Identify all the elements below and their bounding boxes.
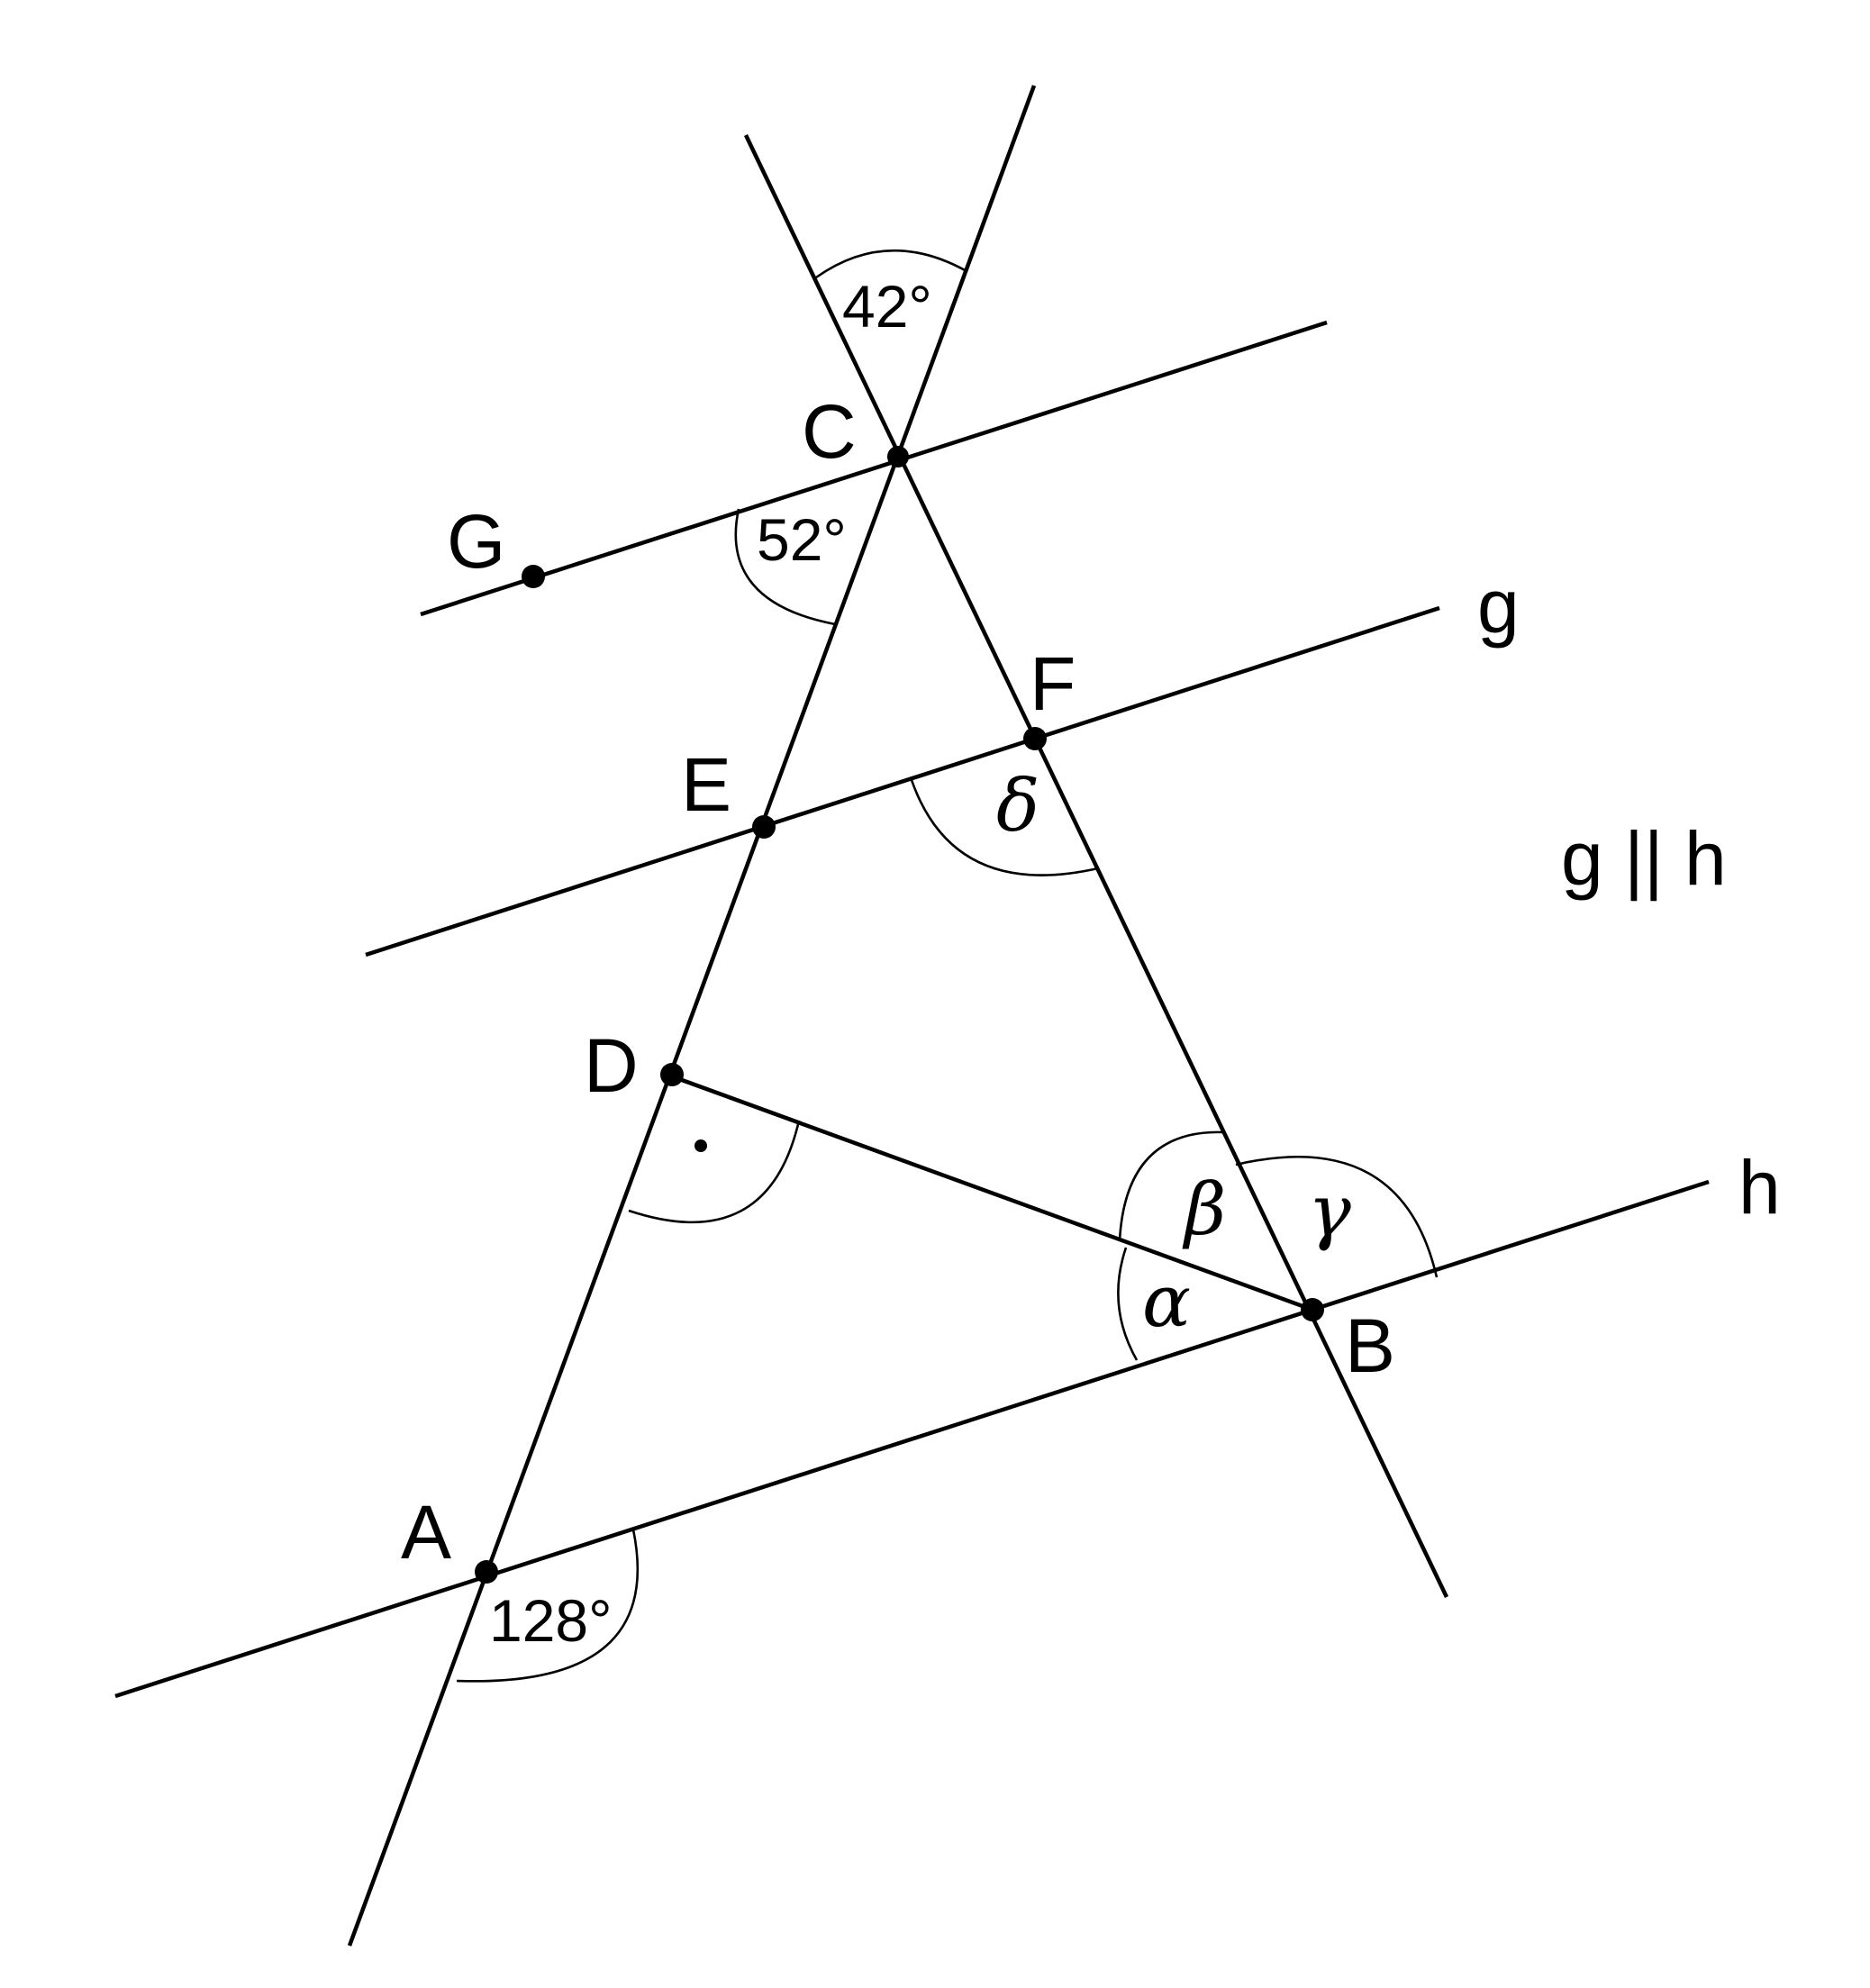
segment-d-b: [671, 1074, 1313, 1312]
point-e: [752, 815, 776, 839]
label-angle-beta: β: [1182, 1167, 1226, 1251]
label-angle-52: 52°: [757, 506, 847, 573]
angle-arc-42: [815, 249, 967, 279]
line-c-b-extended: [743, 134, 1449, 1598]
parallel-note: g || h: [1561, 816, 1727, 901]
angle-arc-alpha: [1117, 1247, 1139, 1361]
label-point-d: D: [584, 1023, 639, 1108]
line-through-c-and-g: [420, 320, 1328, 617]
angle-arc-gamma: [1235, 1155, 1439, 1278]
point-a: [475, 1560, 498, 1584]
label-point-b: B: [1345, 1303, 1395, 1388]
point-b: [1301, 1298, 1324, 1321]
label-angle-alpha: α: [1142, 1259, 1191, 1343]
label-point-e: E: [681, 742, 731, 827]
angle-arc-right-angle-d: [628, 1120, 801, 1224]
label-line-h: h: [1738, 1145, 1781, 1230]
label-angle-42: 42°: [842, 273, 932, 340]
line-a-c-extended: [347, 85, 1037, 1947]
label-point-c: C: [802, 389, 857, 474]
label-point-a: A: [401, 1490, 451, 1575]
point-d: [660, 1063, 684, 1086]
angle-arc-128: [456, 1529, 639, 1683]
angle-arc-delta: [910, 779, 1099, 876]
line-h: [114, 1179, 1710, 1699]
label-angle-delta: δ: [996, 764, 1039, 848]
angle-arc-beta: [1118, 1130, 1225, 1241]
label-angle-gamma: γ: [1308, 1169, 1351, 1253]
point-g: [522, 565, 545, 588]
label-line-g: g: [1477, 564, 1520, 649]
angle-arc-52: [734, 508, 836, 626]
label-angle-128: 128°: [489, 1587, 613, 1654]
line-g: [365, 605, 1440, 958]
label-point-f: F: [1030, 641, 1076, 726]
point-c: [887, 446, 909, 467]
right-angle-dot: [694, 1139, 707, 1152]
point-f: [1023, 727, 1047, 750]
label-point-g: G: [447, 499, 505, 584]
